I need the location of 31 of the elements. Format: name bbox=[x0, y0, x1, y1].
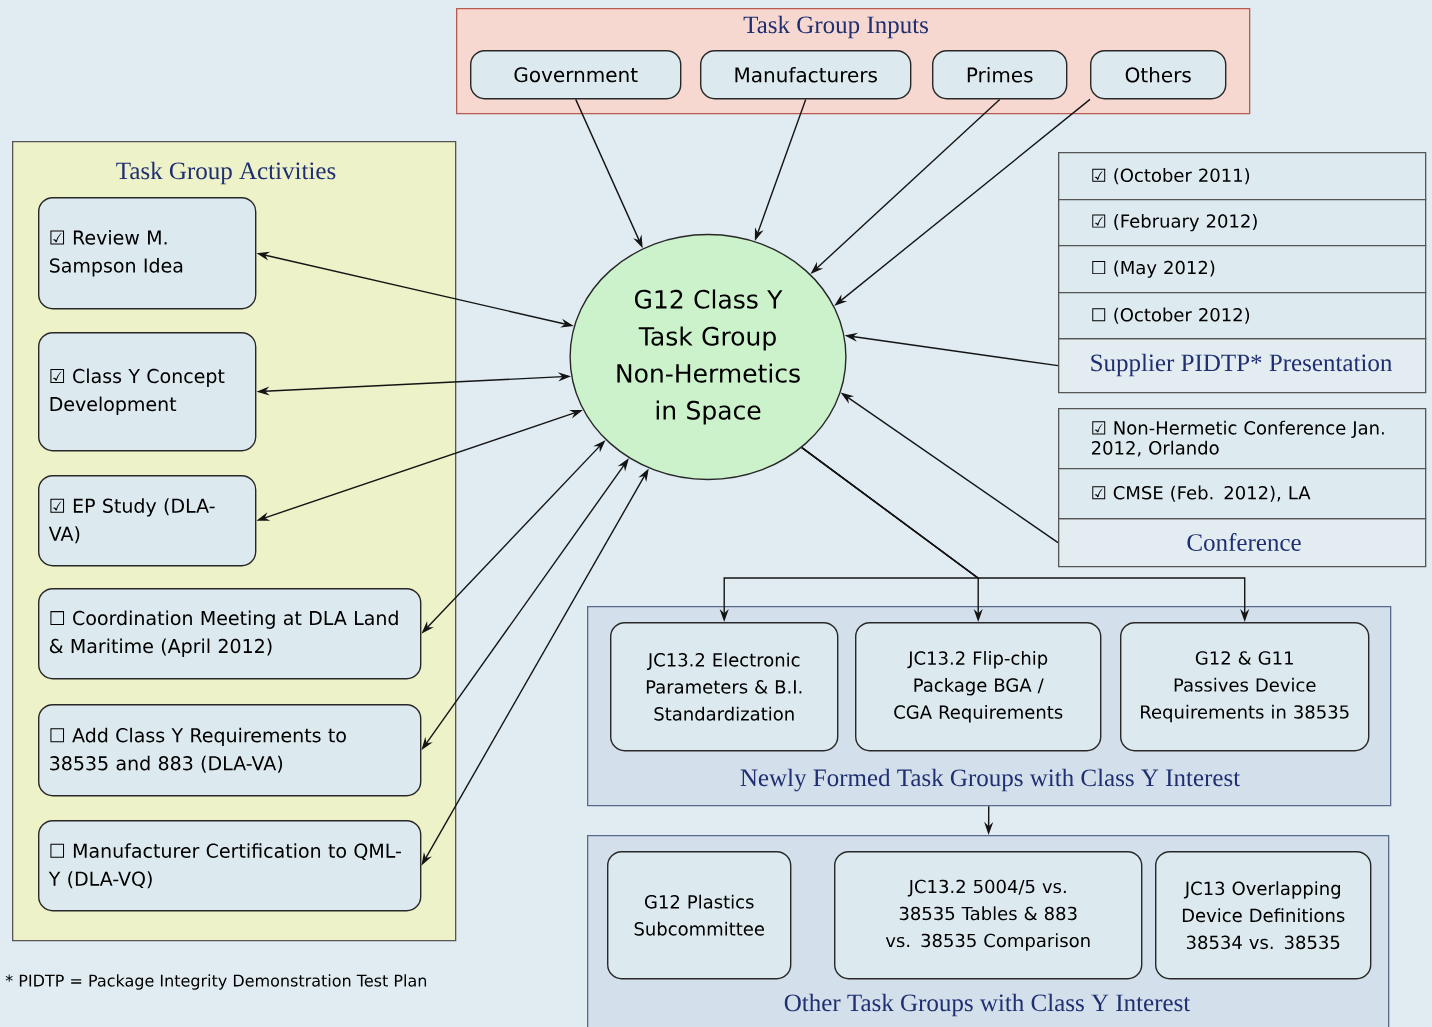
panel-title: Task Group Activities bbox=[116, 161, 336, 185]
table-row: ☑ (February 2012) bbox=[1058, 199, 1427, 247]
rounded-box: ☐ Manufacturer Certification to QML-Y (DLA-VQ) bbox=[38, 820, 422, 912]
table-row: ☐ (May 2012) bbox=[1058, 245, 1427, 294]
rounded-box: ☑ Class Y Concept Development bbox=[38, 332, 257, 452]
rounded-box: JC13.2 5004/5 vs. 38535 Tables & 883 vs. 38535 Comparison bbox=[834, 851, 1143, 980]
panel-title: Newly Formed Task Groups with Class Y Interest bbox=[740, 768, 1240, 792]
rounded-box: G12 & G11 Passives Device Requirements in 38535 bbox=[1120, 622, 1370, 752]
rounded-box: JC13.2 Electronic Parameters & B.I. Standardization bbox=[610, 622, 839, 752]
panel-title: Other Task Groups with Class Y Interest bbox=[784, 993, 1191, 1017]
panel-title: Conference bbox=[1187, 533, 1301, 551]
table-row: ☑ CMSE (Feb. 2012), LA bbox=[1058, 468, 1427, 520]
panel bbox=[1058, 338, 1427, 394]
footnote: * PIDTP = Package Integrity Demonstration Test Plan bbox=[5, 974, 427, 990]
table-row: ☑ (October 2011) bbox=[1058, 152, 1427, 201]
panel bbox=[1058, 518, 1427, 568]
rounded-box: ☑ Review M. Sampson Idea bbox=[38, 197, 257, 310]
rounded-box: Government bbox=[470, 50, 682, 100]
rounded-box: ☐ Add Class Y Requirements to 38535 and 883 (DLA-VA) bbox=[38, 704, 422, 797]
rounded-box: ☑ EP Study (DLA-VA) bbox=[38, 475, 257, 567]
rounded-box: G12 Plastics Subcommittee bbox=[607, 851, 792, 980]
rounded-box: Others bbox=[1090, 50, 1227, 100]
rounded-box: ☐ Coordination Meeting at DLA Land & Maritime (April 2012) bbox=[38, 588, 422, 680]
table-row: ☑ Non-Hermetic Conference Jan. 2012, Orlando bbox=[1058, 408, 1427, 470]
rounded-box: Manufacturers bbox=[700, 50, 912, 100]
rounded-box: JC13.2 Flip-chip Package BGA / CGA Requirements bbox=[855, 622, 1102, 752]
rounded-box: JC13 Overlapping Device Definitions 38534 vs. 38535 bbox=[1155, 851, 1372, 980]
panel-title: Supplier PIDTP* Presentation bbox=[1091, 353, 1393, 377]
panel-title: Task Group Inputs bbox=[743, 15, 928, 39]
table-row: ☐ (October 2012) bbox=[1058, 292, 1427, 340]
rounded-box: Primes bbox=[932, 50, 1068, 100]
